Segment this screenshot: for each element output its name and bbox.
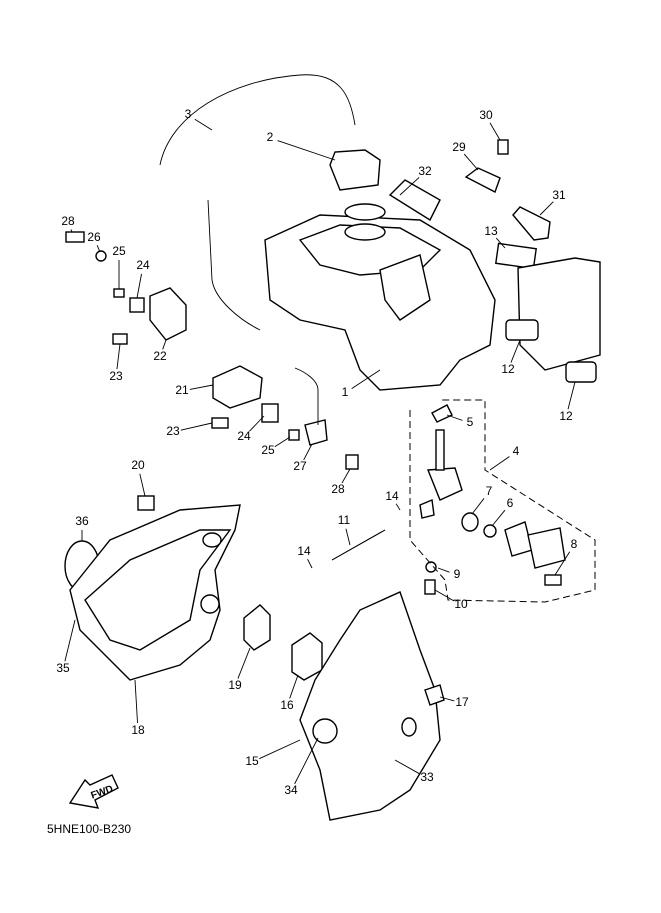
leader-line bbox=[491, 509, 506, 527]
leader-line bbox=[437, 567, 450, 573]
callout-26: 26 bbox=[87, 230, 101, 244]
callout-4: 4 bbox=[513, 444, 520, 458]
callout-13: 13 bbox=[484, 224, 498, 238]
leader-line bbox=[395, 503, 401, 511]
callout-24: 24 bbox=[136, 258, 150, 272]
leader-line bbox=[439, 696, 455, 702]
leader-line bbox=[394, 759, 421, 775]
callout-34: 34 bbox=[284, 783, 298, 797]
callout-2: 2 bbox=[267, 130, 274, 144]
callout-27: 27 bbox=[293, 459, 307, 473]
leader-line bbox=[116, 343, 121, 370]
breather-hose bbox=[159, 74, 356, 166]
leader-line bbox=[64, 619, 76, 662]
leader-line bbox=[351, 369, 381, 389]
callout-33: 33 bbox=[420, 770, 434, 784]
diagram-code: 5HNE100-B230 bbox=[47, 822, 132, 836]
callout-3: 3 bbox=[185, 107, 192, 121]
callout-31: 31 bbox=[552, 188, 566, 202]
callout-29: 29 bbox=[452, 140, 466, 154]
right-shroud bbox=[299, 591, 441, 821]
callout-14: 14 bbox=[297, 544, 311, 558]
callout-5: 5 bbox=[467, 415, 474, 429]
leader-line bbox=[446, 414, 463, 421]
leader-lines bbox=[64, 118, 576, 785]
callout-15: 15 bbox=[245, 754, 259, 768]
fuel-cock bbox=[426, 467, 463, 501]
callout-35: 35 bbox=[56, 661, 70, 675]
callout-14: 14 bbox=[385, 489, 399, 503]
leader-line bbox=[434, 589, 455, 602]
callout-12: 12 bbox=[501, 362, 515, 376]
leader-line bbox=[70, 229, 73, 233]
leader-line bbox=[249, 415, 265, 432]
leader-line bbox=[510, 339, 521, 363]
callout-25: 25 bbox=[112, 244, 126, 258]
leader-line bbox=[567, 381, 576, 410]
leader-line bbox=[237, 647, 251, 679]
callout-25: 25 bbox=[261, 443, 275, 457]
leader-line bbox=[341, 468, 351, 484]
leader-line bbox=[294, 737, 319, 785]
leader-line bbox=[495, 237, 506, 249]
leader-line bbox=[303, 443, 313, 461]
leader-line bbox=[274, 436, 291, 448]
leader-line bbox=[289, 674, 299, 699]
callout-16: 16 bbox=[280, 698, 294, 712]
leader-line bbox=[489, 122, 501, 141]
callout-1: 1 bbox=[342, 385, 349, 399]
callout-23: 23 bbox=[109, 369, 123, 383]
leader-line bbox=[136, 273, 142, 299]
callout-23: 23 bbox=[166, 424, 180, 438]
leader-line bbox=[399, 177, 420, 196]
leader-line bbox=[471, 498, 485, 515]
callout-10: 10 bbox=[454, 597, 468, 611]
leader-line bbox=[96, 245, 101, 253]
callout-12: 12 bbox=[559, 409, 573, 423]
leader-line bbox=[180, 422, 213, 431]
tank-cap bbox=[329, 149, 381, 191]
leader-line bbox=[307, 558, 313, 569]
callout-7: 7 bbox=[486, 484, 493, 498]
callout-20: 20 bbox=[131, 458, 145, 472]
callout-6: 6 bbox=[507, 496, 514, 510]
leader-line bbox=[162, 339, 167, 350]
callout-30: 30 bbox=[479, 108, 493, 122]
leader-line bbox=[259, 739, 301, 760]
leader-line bbox=[345, 528, 351, 546]
callout-28: 28 bbox=[61, 214, 75, 228]
leader-line bbox=[554, 551, 571, 576]
callout-11: 11 bbox=[338, 513, 351, 527]
callout-9: 9 bbox=[454, 567, 461, 581]
callout-28: 28 bbox=[331, 482, 345, 496]
callout-8: 8 bbox=[571, 537, 578, 551]
callout-32: 32 bbox=[418, 164, 432, 178]
callout-19: 19 bbox=[228, 678, 242, 692]
callout-22: 22 bbox=[153, 349, 167, 363]
callout-24: 24 bbox=[237, 429, 251, 443]
leader-line bbox=[189, 384, 214, 390]
callout-36: 36 bbox=[75, 514, 89, 528]
leader-line bbox=[539, 201, 554, 216]
callout-18: 18 bbox=[131, 723, 145, 737]
leader-line bbox=[194, 118, 213, 131]
leader-line bbox=[277, 140, 336, 161]
leader-line bbox=[134, 679, 138, 724]
parts-shapes: FWD bbox=[64, 74, 601, 821]
callout-21: 21 bbox=[175, 383, 189, 397]
fwd-arrow-icon: FWD bbox=[68, 774, 119, 809]
leader-line bbox=[489, 456, 510, 471]
callout-17: 17 bbox=[455, 695, 469, 709]
leader-line bbox=[139, 473, 146, 497]
leader-line bbox=[463, 153, 479, 171]
